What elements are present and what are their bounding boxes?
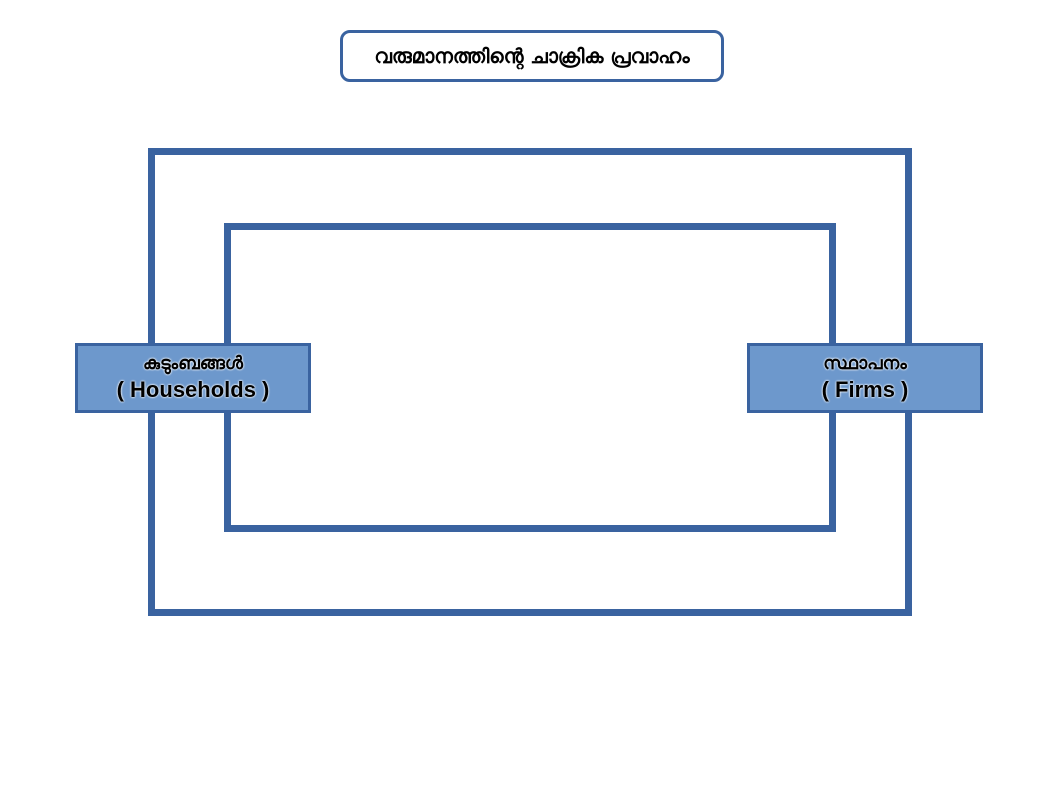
firms-node: സ്ഥാപനം ( Firms ) [747, 343, 983, 413]
inner-flow-loop [224, 223, 836, 532]
households-node: കുടുംബങ്ങൾ ( Households ) [75, 343, 311, 413]
households-label-english: ( Households ) [116, 377, 270, 402]
firms-label-malayalam: സ്ഥാപനം [823, 353, 907, 374]
firms-label-english: ( Firms ) [821, 377, 909, 402]
households-label-malayalam: കുടുംബങ്ങൾ [143, 353, 243, 374]
diagram-title: വരുമാനത്തിന്റെ ചാക്രിക പ്രവാഹം [340, 30, 724, 82]
